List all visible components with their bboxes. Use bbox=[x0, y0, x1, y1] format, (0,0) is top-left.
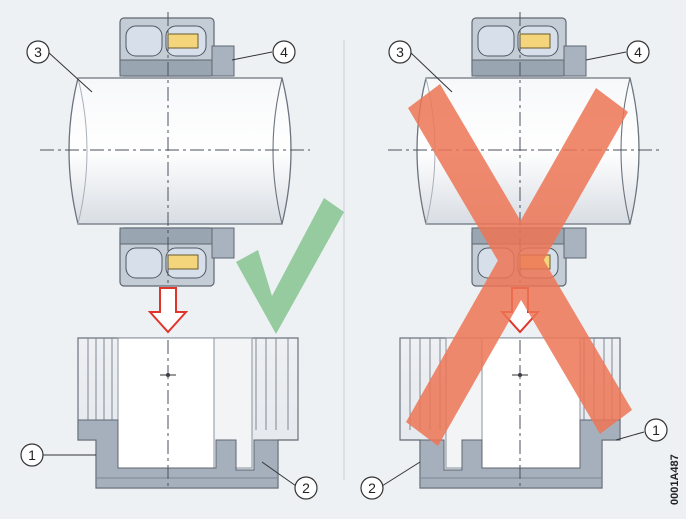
callout-housing-right: 1 bbox=[615, 418, 668, 442]
callout-mounting-side-right: 2 bbox=[360, 461, 421, 500]
callout-locknut-left: 4 bbox=[231, 40, 296, 64]
bearing-top-right bbox=[471, 17, 587, 77]
svg-text:1: 1 bbox=[652, 422, 660, 438]
callout-mounting-side-left: 2 bbox=[261, 461, 318, 500]
svg-text:2: 2 bbox=[302, 480, 310, 496]
down-arrow-icon bbox=[147, 287, 189, 334]
left-panel-correct: 3 4 1 2 bbox=[20, 12, 344, 500]
right-panel-incorrect: 3 4 1 2 bbox=[360, 12, 668, 500]
svg-text:3: 3 bbox=[34, 44, 42, 60]
svg-text:4: 4 bbox=[280, 44, 288, 60]
callout-locknut-right: 4 bbox=[585, 40, 650, 64]
check-mark-icon bbox=[236, 198, 344, 334]
housing-left bbox=[77, 337, 299, 489]
callout-shaft-left: 3 bbox=[26, 40, 93, 93]
svg-text:4: 4 bbox=[634, 44, 642, 60]
bearing-top-left bbox=[119, 17, 235, 77]
drawing-code: 0001A487 bbox=[669, 454, 681, 505]
callout-housing-left: 1 bbox=[20, 443, 96, 467]
bearing-bottom-left bbox=[119, 227, 235, 287]
shaft-left bbox=[40, 77, 310, 225]
svg-text:2: 2 bbox=[368, 480, 376, 496]
svg-text:1: 1 bbox=[28, 447, 36, 463]
cross-mark-icon bbox=[406, 84, 632, 446]
svg-text:3: 3 bbox=[396, 44, 404, 60]
callout-shaft-right: 3 bbox=[388, 40, 453, 93]
